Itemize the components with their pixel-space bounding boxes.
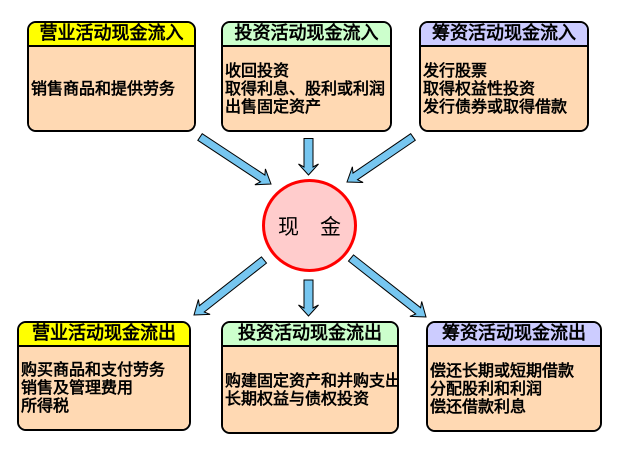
box-line: 购建固定资产和并购支出 bbox=[225, 370, 399, 390]
box-financing-outflow: 筹资活动现金流出 偿还长期或短期借款 分配股利和利润 偿还借款利息 bbox=[426, 321, 602, 432]
box-operating-inflow-title: 营业活动现金流入 bbox=[29, 23, 194, 47]
box-operating-outflow: 营业活动现金流出 购买商品和支付劳务 销售及管理费用 所得税 bbox=[17, 321, 191, 431]
arrow-financing-inflow-icon bbox=[346, 133, 416, 183]
box-operating-inflow-body: 销售商品和提供劳务 bbox=[29, 47, 194, 130]
box-financing-outflow-title: 筹资活动现金流出 bbox=[428, 323, 600, 347]
box-operating-inflow: 营业活动现金流入 销售商品和提供劳务 bbox=[27, 21, 196, 132]
cash-circle-label: 现 金 bbox=[278, 214, 341, 239]
box-investing-inflow-body: 收回投资 取得利息、股利或利润 出售固定资产 bbox=[223, 47, 390, 130]
box-line: 取得权益性投资 bbox=[423, 78, 536, 98]
box-line: 出售固定资产 bbox=[225, 96, 322, 116]
box-line: 长期权益与债权投资 bbox=[225, 388, 370, 408]
arrow-investing-outflow-icon bbox=[298, 279, 319, 317]
arrow-investing-inflow-icon bbox=[298, 138, 319, 176]
box-investing-inflow: 投资活动现金流入 收回投资 取得利息、股利或利润 出售固定资产 bbox=[221, 21, 392, 132]
box-financing-inflow: 筹资活动现金流入 发行股票 取得权益性投资 发行债券或取得借款 bbox=[419, 21, 589, 132]
box-line: 销售及管理费用 bbox=[21, 378, 134, 397]
box-financing-inflow-body: 发行股票 取得权益性投资 发行债券或取得借款 bbox=[421, 47, 587, 130]
box-line: 发行股票 bbox=[423, 60, 488, 80]
box-line: 收回投资 bbox=[225, 60, 290, 80]
box-line: 购买商品和支付劳务 bbox=[21, 360, 166, 379]
box-line: 销售商品和提供劳务 bbox=[31, 78, 176, 98]
box-line: 所得税 bbox=[21, 396, 70, 415]
box-operating-outflow-body: 购买商品和支付劳务 销售及管理费用 所得税 bbox=[19, 347, 189, 429]
box-investing-outflow: 投资活动现金流出 购建固定资产和并购支出 长期权益与债权投资 bbox=[221, 321, 399, 434]
box-investing-outflow-body: 购建固定资产和并购支出 长期权益与债权投资 bbox=[223, 347, 397, 432]
box-financing-inflow-title: 筹资活动现金流入 bbox=[421, 23, 587, 47]
box-investing-inflow-title: 投资活动现金流入 bbox=[223, 23, 390, 47]
arrow-operating-inflow-icon bbox=[197, 133, 272, 186]
box-line: 偿还借款利息 bbox=[430, 396, 527, 416]
box-investing-outflow-title: 投资活动现金流出 bbox=[223, 323, 397, 347]
box-financing-outflow-body: 偿还长期或短期借款 分配股利和利润 偿还借款利息 bbox=[428, 347, 600, 430]
arrow-financing-outflow-icon bbox=[347, 254, 427, 318]
box-line: 分配股利和利润 bbox=[430, 378, 543, 398]
arrow-operating-outflow-icon bbox=[193, 256, 268, 316]
box-line: 偿还长期或短期借款 bbox=[430, 360, 575, 380]
cash-circle: 现 金 bbox=[262, 179, 357, 272]
box-line: 发行债券或取得借款 bbox=[423, 96, 568, 116]
box-line: 取得利息、股利或利润 bbox=[225, 78, 386, 98]
box-operating-outflow-title: 营业活动现金流出 bbox=[19, 323, 189, 347]
